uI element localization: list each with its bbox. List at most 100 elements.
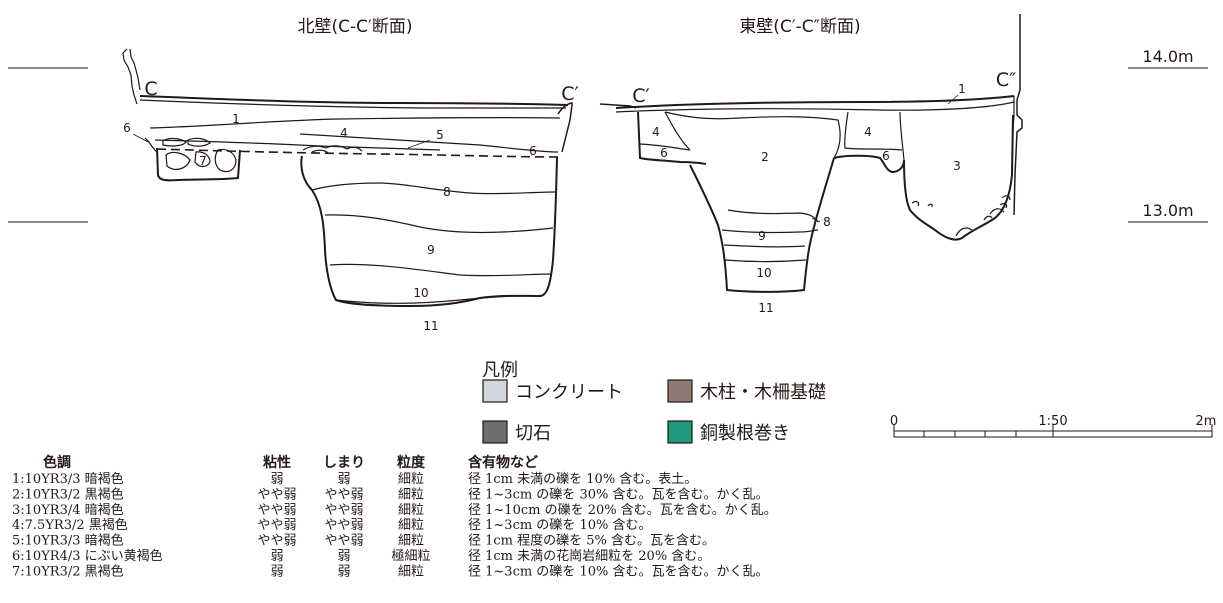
- legend-swatch: [482, 420, 508, 444]
- soil-row-grain: 細粒: [398, 503, 424, 518]
- east-layer4-bottom-left: [639, 143, 691, 151]
- north-layer-label: 8: [443, 185, 451, 199]
- legend-title: 凡例: [482, 360, 518, 381]
- north-pit7-stone-5: [194, 151, 211, 168]
- east-middle-block: [833, 154, 905, 174]
- east-label1-leader: [947, 94, 959, 105]
- east-layer-label: 4: [864, 125, 872, 139]
- east-right-pit-stones: [911, 195, 1011, 237]
- east-layer-label: 6: [882, 149, 890, 163]
- soil-row-inclusions: 径 1cm 未満の礫を 10% 含む。表土。: [468, 471, 697, 487]
- north-wall-title: 北壁(C-C′断面): [298, 17, 413, 37]
- soil-row-compaction: やや弱: [324, 487, 363, 502]
- east-layer10-top: [724, 259, 807, 263]
- north-pit7-stone-4: [214, 148, 237, 173]
- north-large-pit-outline: [300, 155, 558, 308]
- north-layer8-bottom: [324, 214, 554, 233]
- east-label8-leader: [811, 217, 821, 223]
- north-layer1-bottom: [149, 116, 561, 129]
- east-layer-label: 10: [756, 266, 771, 280]
- north-wall-section: [122, 48, 573, 308]
- east-layer-label: 2: [761, 150, 769, 164]
- header-viscosity: 粘性: [263, 454, 291, 471]
- east-layer-label: 11: [758, 301, 773, 315]
- scale-bar-start: 0: [890, 414, 898, 429]
- soil-row-inclusions: 径 1~3cm の礫を 30% 含む。瓦を含む。かく乱。: [468, 486, 768, 502]
- east-layer9-bottom: [723, 244, 806, 248]
- north-point-c-prime: C′: [561, 83, 579, 105]
- east-layer-label: 1: [958, 82, 966, 96]
- north-layer-label: 5: [436, 128, 444, 142]
- east-wall-section: [599, 14, 1023, 293]
- north-pit7-stone-3: [165, 151, 191, 170]
- north-layer10-bottom: [335, 295, 541, 304]
- soil-row-grain: 極細粒: [391, 548, 430, 564]
- soil-row-viscosity: やや弱: [257, 487, 296, 502]
- east-wall-title: 東壁(C′-C″断面): [739, 17, 860, 37]
- north-layer-label: 6: [529, 144, 537, 158]
- east-layer8-top: [727, 209, 819, 223]
- north-pit7-outline: [156, 147, 241, 182]
- header-color: 色調: [43, 454, 71, 471]
- north-label5-leader: [407, 139, 431, 149]
- soil-table-header: 色調 粘性 しまり 粒度 含有物など: [43, 454, 538, 471]
- east-right-pit: [903, 114, 1014, 241]
- north-ground-surface-2: [139, 99, 566, 109]
- north-layer6-left: [144, 137, 158, 153]
- north-label6-leader: [132, 133, 151, 144]
- soil-row-compaction: やや弱: [324, 518, 363, 533]
- north-layer9-bottom: [329, 263, 553, 277]
- elevation-label-13: 13.0m: [1142, 201, 1193, 220]
- legend-swatch: [482, 379, 508, 403]
- east-layer-label: 4: [652, 125, 660, 139]
- soil-row-viscosity: 弱: [270, 564, 283, 579]
- soil-row-color: 2:10YR3/2 黒褐色: [12, 486, 124, 502]
- north-left-wall-lip: [122, 48, 138, 105]
- east-ground-surface-2: [615, 101, 1015, 113]
- soil-row-viscosity: 弱: [270, 549, 283, 564]
- soil-table-rows: 1:10YR3/3 暗褐色弱弱細粒径 1cm 未満の礫を 10% 含む。表土。2…: [12, 471, 777, 579]
- north-pit7-stone-2: [187, 137, 211, 147]
- soil-row-color: 3:10YR3/4 暗褐色: [12, 502, 124, 518]
- soil-row-inclusions: 径 1~3cm の礫を 10% 含む。瓦を含む。かく乱。: [468, 563, 768, 579]
- legend-item-cut-stone: 切石: [482, 420, 551, 444]
- legend-swatch: [667, 379, 693, 403]
- east-central-pit: [689, 157, 835, 293]
- soil-row-inclusions: 径 1~3cm の礫を 10% 含む。: [468, 517, 651, 533]
- north-pit7-stone-1: [162, 137, 187, 147]
- soil-row-viscosity: やや弱: [257, 503, 296, 518]
- header-inclusions: 含有物など: [468, 454, 538, 471]
- east-layer-label: 8: [823, 215, 831, 229]
- scale-bar: [893, 424, 1213, 438]
- north-ground-surface: [139, 95, 569, 106]
- soil-row-grain: 細粒: [398, 534, 424, 549]
- north-layer-label: 7: [199, 154, 207, 168]
- north-layer4-bottom: [299, 133, 559, 153]
- north-dashed-line: [156, 148, 559, 158]
- north-layer-label: 1: [232, 112, 240, 126]
- east-right-wall-inner: [1011, 96, 1015, 176]
- east-ground-surface: [615, 95, 1015, 109]
- north-layer5-stones-2: [311, 149, 329, 154]
- north-right-wall: [557, 102, 573, 153]
- soil-row-grain: 細粒: [398, 518, 424, 533]
- east-layer4-right-left: [664, 111, 691, 151]
- soil-row-compaction: やや弱: [324, 534, 363, 549]
- north-layer-label: 9: [427, 243, 435, 257]
- legend-item-concrete: コンクリート: [482, 379, 623, 403]
- soil-table: 色調 粘性 しまり 粒度 含有物など 1:10YR3/3 暗褐色弱弱細粒径 1c…: [12, 454, 777, 579]
- soil-row-viscosity: 弱: [270, 472, 283, 487]
- east-left-pit: [637, 111, 707, 165]
- scale-bar-ratio: 1:50: [1038, 414, 1067, 429]
- east-layer-label: 9: [758, 229, 766, 243]
- soil-row-grain: 細粒: [398, 487, 424, 502]
- east-layer6-middle: [899, 111, 905, 161]
- east-layer-label: 6: [660, 146, 668, 160]
- soil-row-inclusions: 径 1cm 程度の礫を 5% 含む。瓦を含む。: [468, 533, 715, 549]
- north-point-c: C: [144, 78, 157, 100]
- legend-item-wooden-pillar: 木柱・木柵基礎: [667, 379, 826, 403]
- east-layer4-middle: [844, 111, 903, 151]
- elevation-label-14: 14.0m: [1142, 47, 1193, 66]
- east-point-c-prime: C′: [632, 85, 650, 107]
